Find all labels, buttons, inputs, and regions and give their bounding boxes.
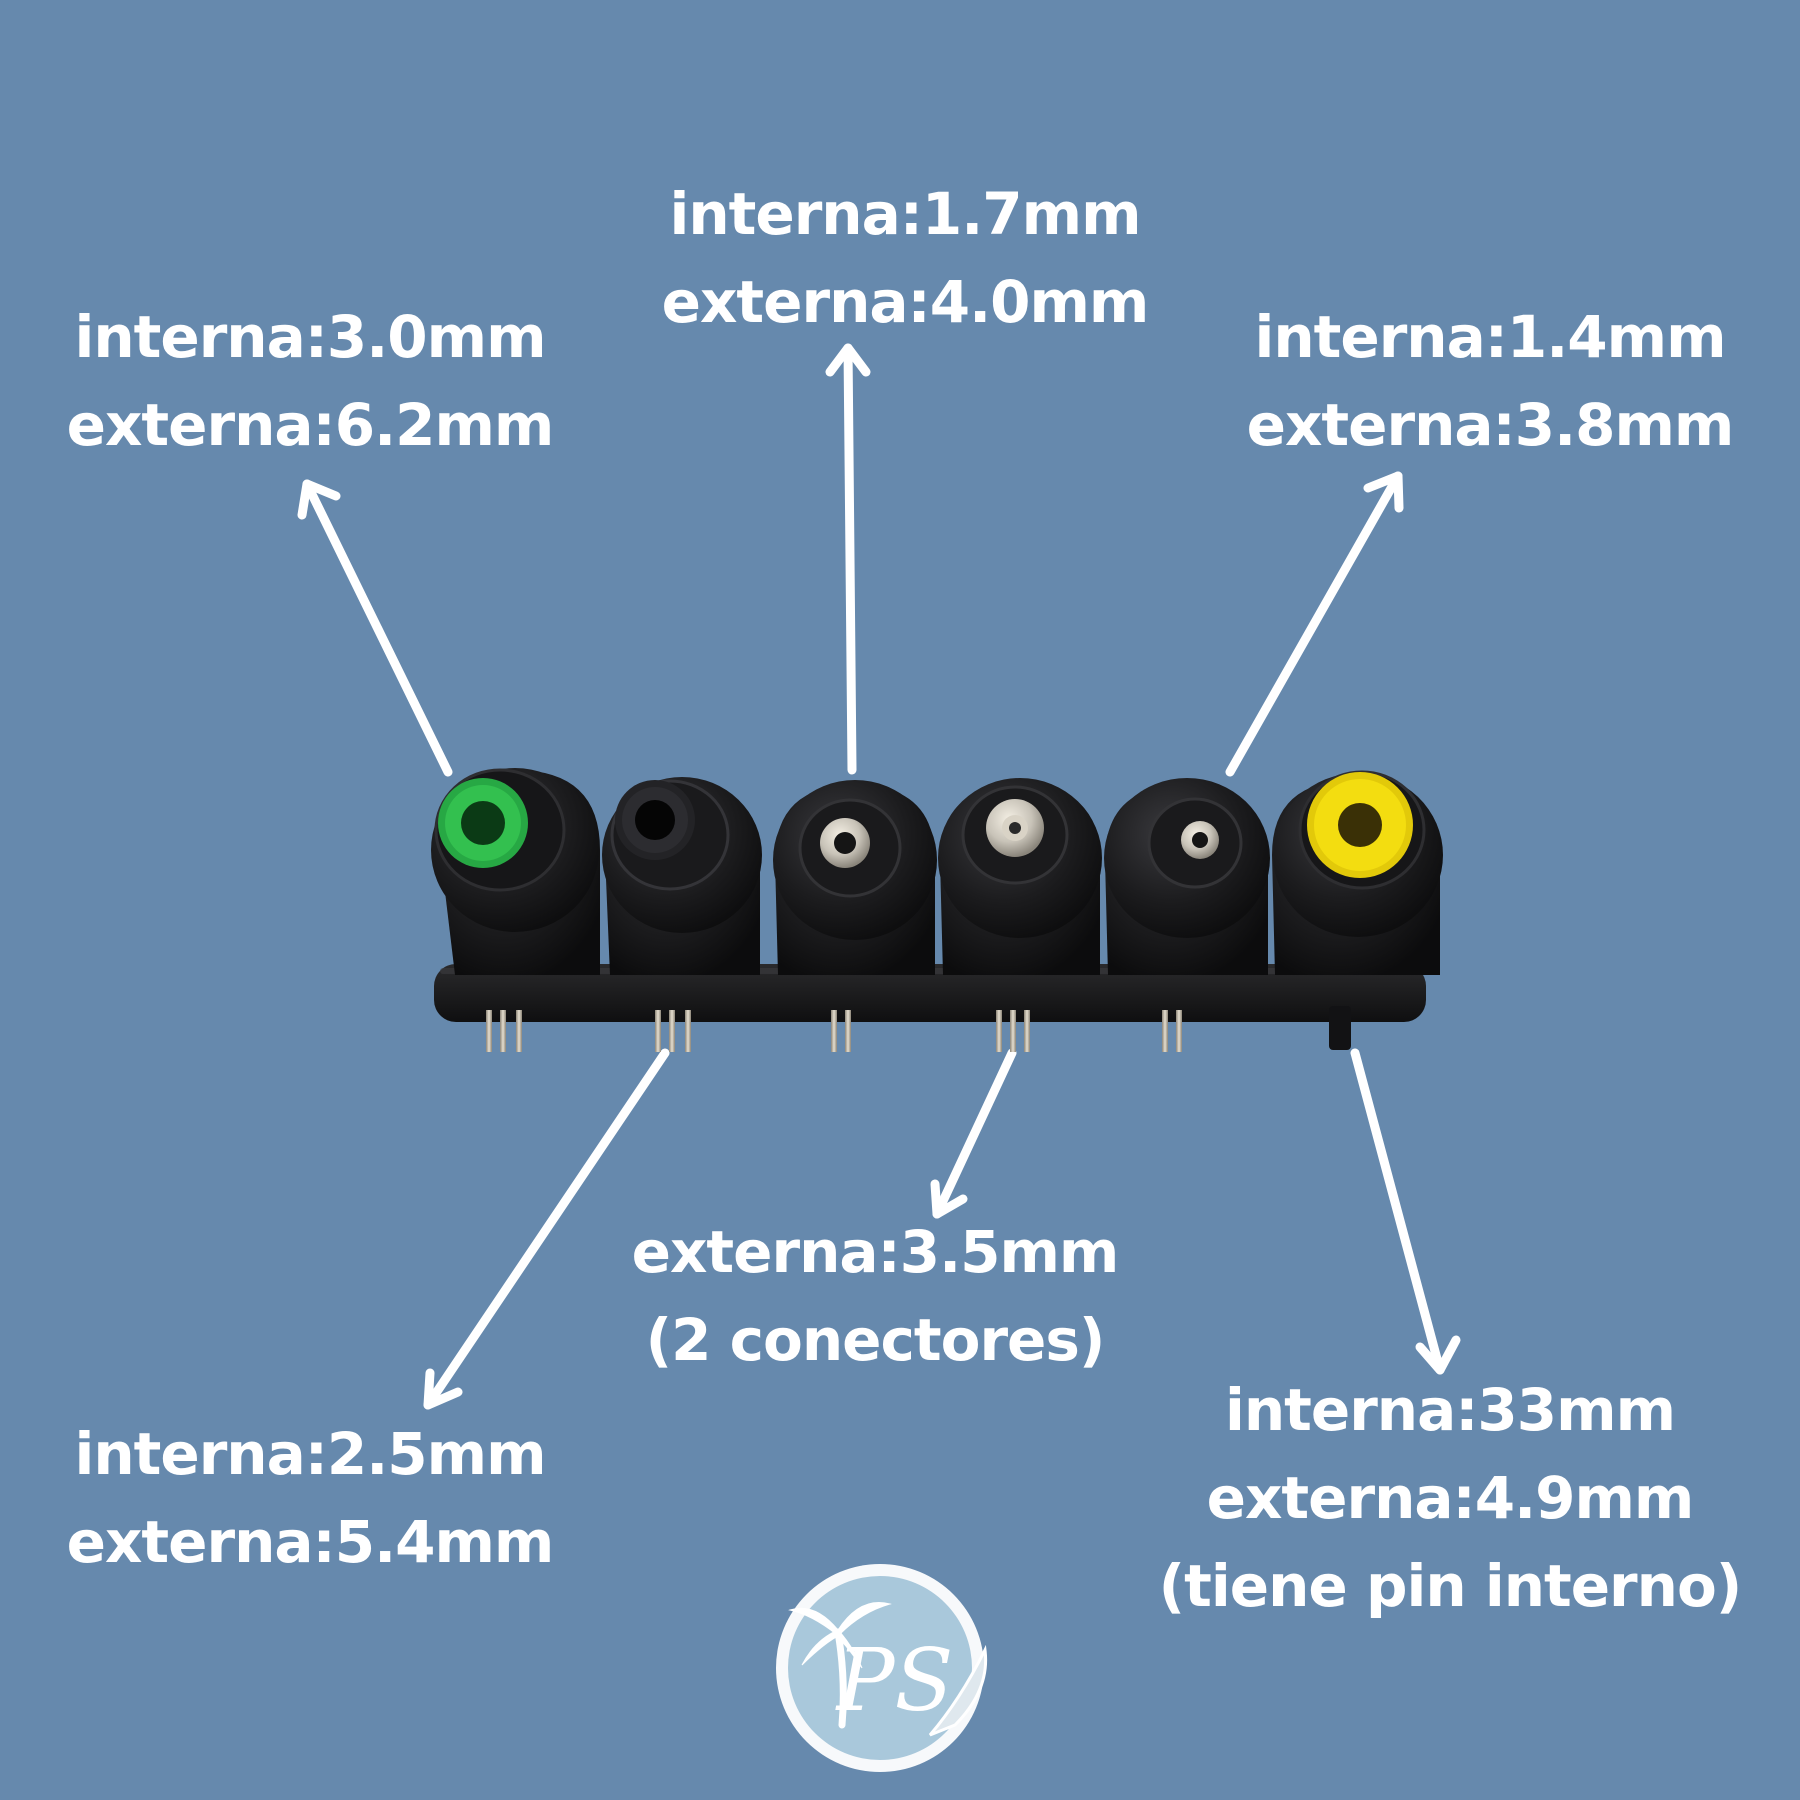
label-connector-4-note: (2 conectores) [645,1306,1106,1374]
arrow-connector-2 [423,1048,670,1410]
label-connector-5-interna: interna:1.4mm [1254,303,1726,371]
connector-3 [773,780,937,975]
connector-2 [602,777,762,975]
arrow-connector-6 [1350,1048,1461,1375]
label-connector-2: interna:2.5mm externa:5.4mm [30,1410,590,1586]
label-connector-6-note: (tiene pin interno) [1158,1552,1743,1620]
connector-base-bar [434,964,1426,1022]
label-connector-6-interna: interna:33mm [1224,1376,1676,1444]
label-connector-6: interna:33mm externa:4.9mm (tiene pin in… [1140,1366,1760,1630]
label-connector-2-externa: externa:5.4mm [66,1508,555,1576]
arrows [297,343,1461,1410]
label-connector-2-interna: interna:2.5mm [74,1420,546,1488]
label-connector-4: externa:3.5mm (2 conectores) [590,1208,1160,1384]
label-connector-4-externa: externa:3.5mm [631,1218,1120,1286]
connector-strip [431,768,1443,1052]
connector-5 [1104,778,1270,975]
label-connector-5: interna:1.4mm externa:3.8mm [1220,293,1760,469]
connector-6 [1272,770,1443,975]
arrow-connector-3 [825,343,871,775]
label-connector-3-externa: externa:4.0mm [661,268,1150,336]
arrow-connector-1 [297,479,453,777]
palm-tree-icon [788,1602,892,1729]
label-connector-3-interna: interna:1.7mm [669,180,1141,248]
logo-text: PS [835,1631,954,1731]
connector-4 [938,778,1102,975]
label-connector-1-interna: interna:3.0mm [74,303,546,371]
label-connector-5-externa: externa:3.8mm [1246,391,1735,459]
label-connector-3: interna:1.7mm externa:4.0mm [630,170,1180,346]
label-connector-6-externa: externa:4.9mm [1206,1464,1695,1532]
arrow-connector-5 [1225,471,1404,777]
arrow-connector-4 [930,1048,1017,1219]
brand-logo: PS [776,1564,988,1772]
connector-pins [486,1006,1351,1052]
connector-1 [431,768,600,975]
label-connector-1-externa: externa:6.2mm [66,391,555,459]
label-connector-1: interna:3.0mm externa:6.2mm [40,293,580,469]
